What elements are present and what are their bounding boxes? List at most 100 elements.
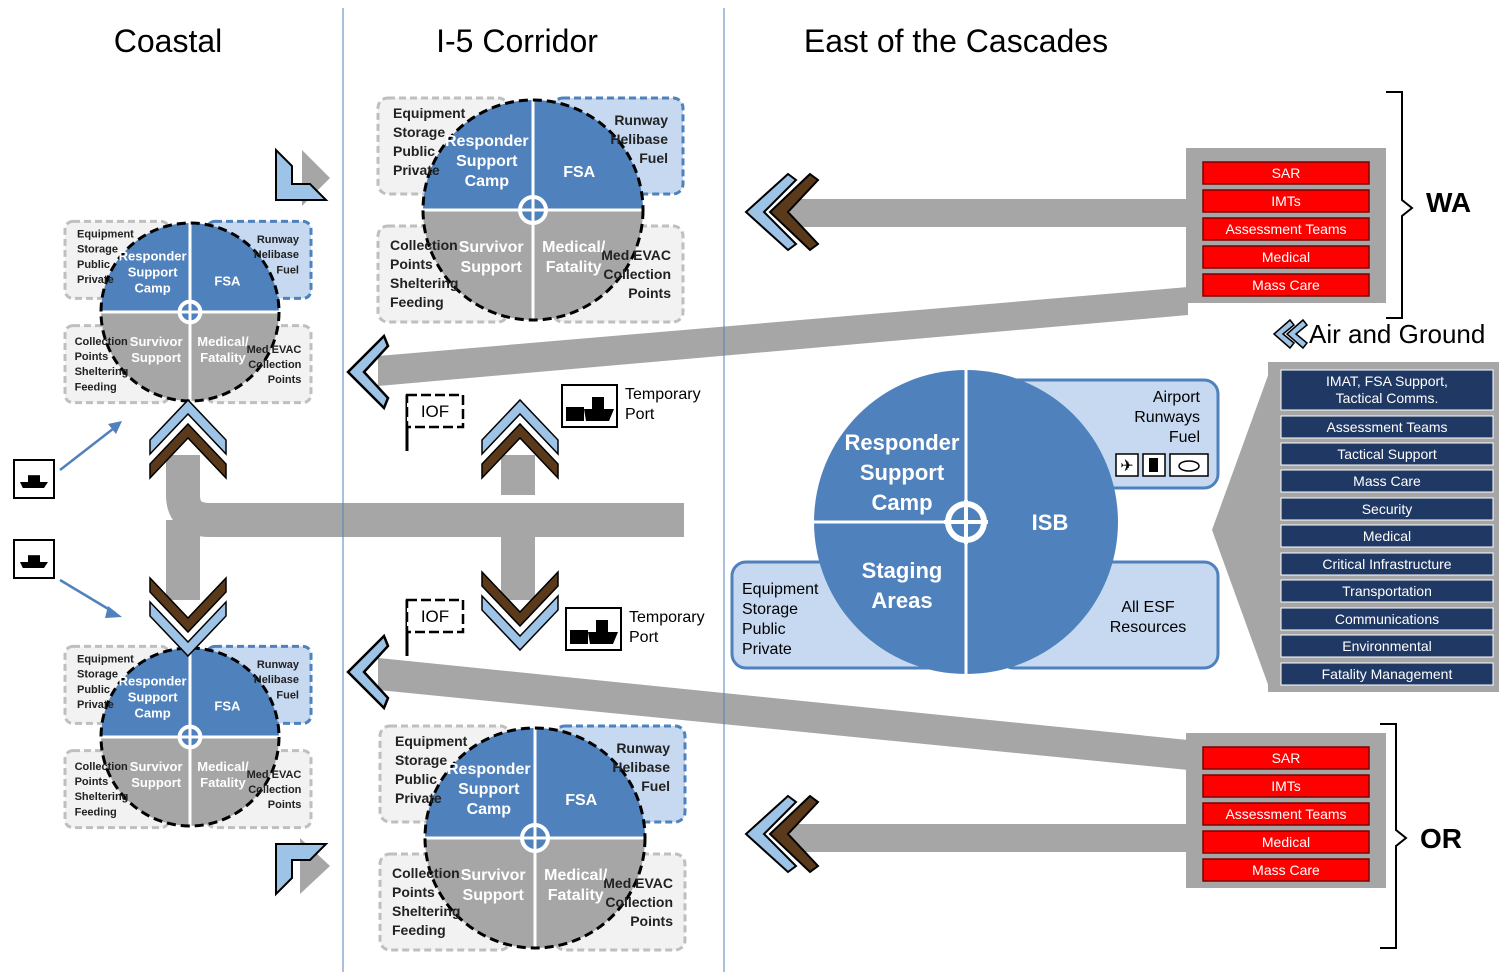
camp-rsc-label: Responder (119, 248, 187, 263)
camp-runway-label: Runway (257, 234, 300, 246)
camp-fsa-label: FSA (214, 273, 241, 288)
chevron-blue (481, 398, 559, 456)
support-camp-coastal-north: EquipmentStoragePublicPrivateRunwayHelib… (63, 219, 313, 405)
fuel-pump-icon (1149, 458, 1158, 472)
resource-item-label: Mass Care (1252, 862, 1320, 878)
resource-item-label: IMTs (1271, 193, 1301, 209)
iof-flag-north: IOF (405, 393, 465, 451)
camp-medevac-label: Points (630, 913, 673, 929)
chevron-blue (481, 594, 559, 652)
corner-arrow-icon (275, 147, 329, 201)
double-chevron-icon (1285, 318, 1309, 350)
road-air-ground-funnel (1212, 370, 1270, 690)
camp-survivor-label: Survivor (459, 239, 524, 256)
port-dock (570, 630, 588, 644)
air-ground-label: Air and Ground (1309, 319, 1485, 349)
camp-equipment-label: Public (393, 143, 435, 159)
camp-fsa-label: FSA (563, 164, 595, 181)
quadrant-fsa (190, 648, 279, 737)
camp-collection-label: Feeding (75, 381, 117, 393)
road-or-diagonal (378, 658, 1188, 770)
quadrant-fsa (190, 223, 279, 312)
camp-rsc-label: Camp (135, 705, 171, 720)
double-chevron-icon (1272, 318, 1296, 350)
camp-equipment-label: Storage (393, 124, 445, 140)
resource-item-label: Mass Care (1252, 277, 1320, 293)
air-ground-item (1280, 634, 1494, 658)
air-ground-item (1280, 369, 1494, 411)
support-camp-i5-south: EquipmentStoragePublicPrivateRunwayHelib… (378, 724, 687, 952)
isb-staging-label: Areas (871, 588, 932, 613)
camp-medevac-label: Med EVAC (601, 247, 671, 263)
quadrant-responder-support (101, 223, 190, 312)
quadrant-medical (190, 737, 279, 826)
support-camp-coastal-south: EquipmentStoragePublicPrivateRunwayHelib… (63, 644, 313, 830)
camp-equipment-label: Private (77, 699, 114, 711)
helicopter-icon (1178, 460, 1200, 472)
camp-equipment-label: Storage (77, 669, 118, 681)
airplane-icon: ✈ (1120, 458, 1133, 475)
camp-equipment-label: Private (395, 790, 442, 806)
isb-equipment-label: Private (742, 641, 792, 658)
quadrant-medical (533, 210, 643, 320)
camp-medevac-label: Points (268, 799, 302, 811)
isb-esf-label: Resources (1110, 619, 1186, 636)
ship-route-arrowhead (105, 606, 122, 618)
resource-item (1202, 273, 1370, 297)
chevron-brown (481, 570, 559, 628)
camp-medevac-label: Med EVAC (247, 769, 302, 781)
iof-label: IOF (421, 607, 449, 626)
camp-runway-label: Fuel (641, 778, 670, 794)
road-network (166, 199, 1270, 852)
quadrant-survivor (101, 737, 190, 826)
isb-airport-label: Runways (1134, 409, 1200, 426)
double-left-chevron-or (744, 794, 820, 874)
camp-collection-label: Collection (392, 865, 460, 881)
quadrant-fsa (535, 728, 645, 838)
air-ground-item-label: Communications (1335, 611, 1439, 627)
camp-dashed-outline (99, 221, 281, 403)
resource-item-label: SAR (1272, 750, 1301, 766)
camp-medical-label: Fatality (200, 775, 246, 790)
air-ground-item-label: IMAT, FSA Support,Tactical Comms. (1326, 373, 1448, 406)
air-ground-item (1280, 607, 1494, 631)
camp-medevac-label: Collection (248, 784, 301, 796)
temporary-port-label: Port (629, 629, 659, 646)
double-chevron-down-i5 (481, 570, 559, 652)
road-wa-straight (790, 199, 1190, 227)
camp-rsc-label: Support (456, 153, 518, 170)
double-chevron-up-i5 (481, 398, 559, 480)
camp-equipment-label: Public (77, 684, 110, 696)
camp-collection-label: Feeding (390, 294, 444, 310)
air-ground-item-label: Fatality Management (1322, 666, 1453, 682)
camp-medevac-label: Collection (248, 359, 301, 371)
isb-rsc-label: Support (860, 460, 945, 485)
camp-runway-label: Runway (616, 740, 670, 756)
air-ground-item (1280, 497, 1494, 521)
camp-runway-label: Helibase (610, 131, 668, 147)
camp-dashed-outline (99, 646, 281, 828)
camp-collection-label: Sheltering (75, 791, 129, 803)
camp-runway-label: Helibase (254, 674, 299, 686)
ship-icon (13, 459, 55, 499)
ship-icon (13, 539, 55, 579)
camp-medevac-label: Points (628, 285, 671, 301)
camp-runway-label: Fuel (276, 264, 299, 276)
camp-runway-label: Fuel (276, 689, 299, 701)
chevron-blue (744, 794, 798, 874)
air-ground-item-line: Tactical Comms. (1336, 390, 1439, 406)
resource-item-label: Medical (1262, 834, 1310, 850)
resource-item-label: Medical (1262, 249, 1310, 265)
resource-item (1202, 245, 1370, 269)
camp-equipment-label: Equipment (77, 228, 134, 240)
camp-dashed-outline (421, 98, 645, 322)
camp-dashed-outline (423, 726, 647, 950)
corner-arrow-icon (275, 843, 329, 897)
camp-survivor-label: Survivor (130, 334, 183, 349)
camp-runway-label: Runway (614, 112, 668, 128)
